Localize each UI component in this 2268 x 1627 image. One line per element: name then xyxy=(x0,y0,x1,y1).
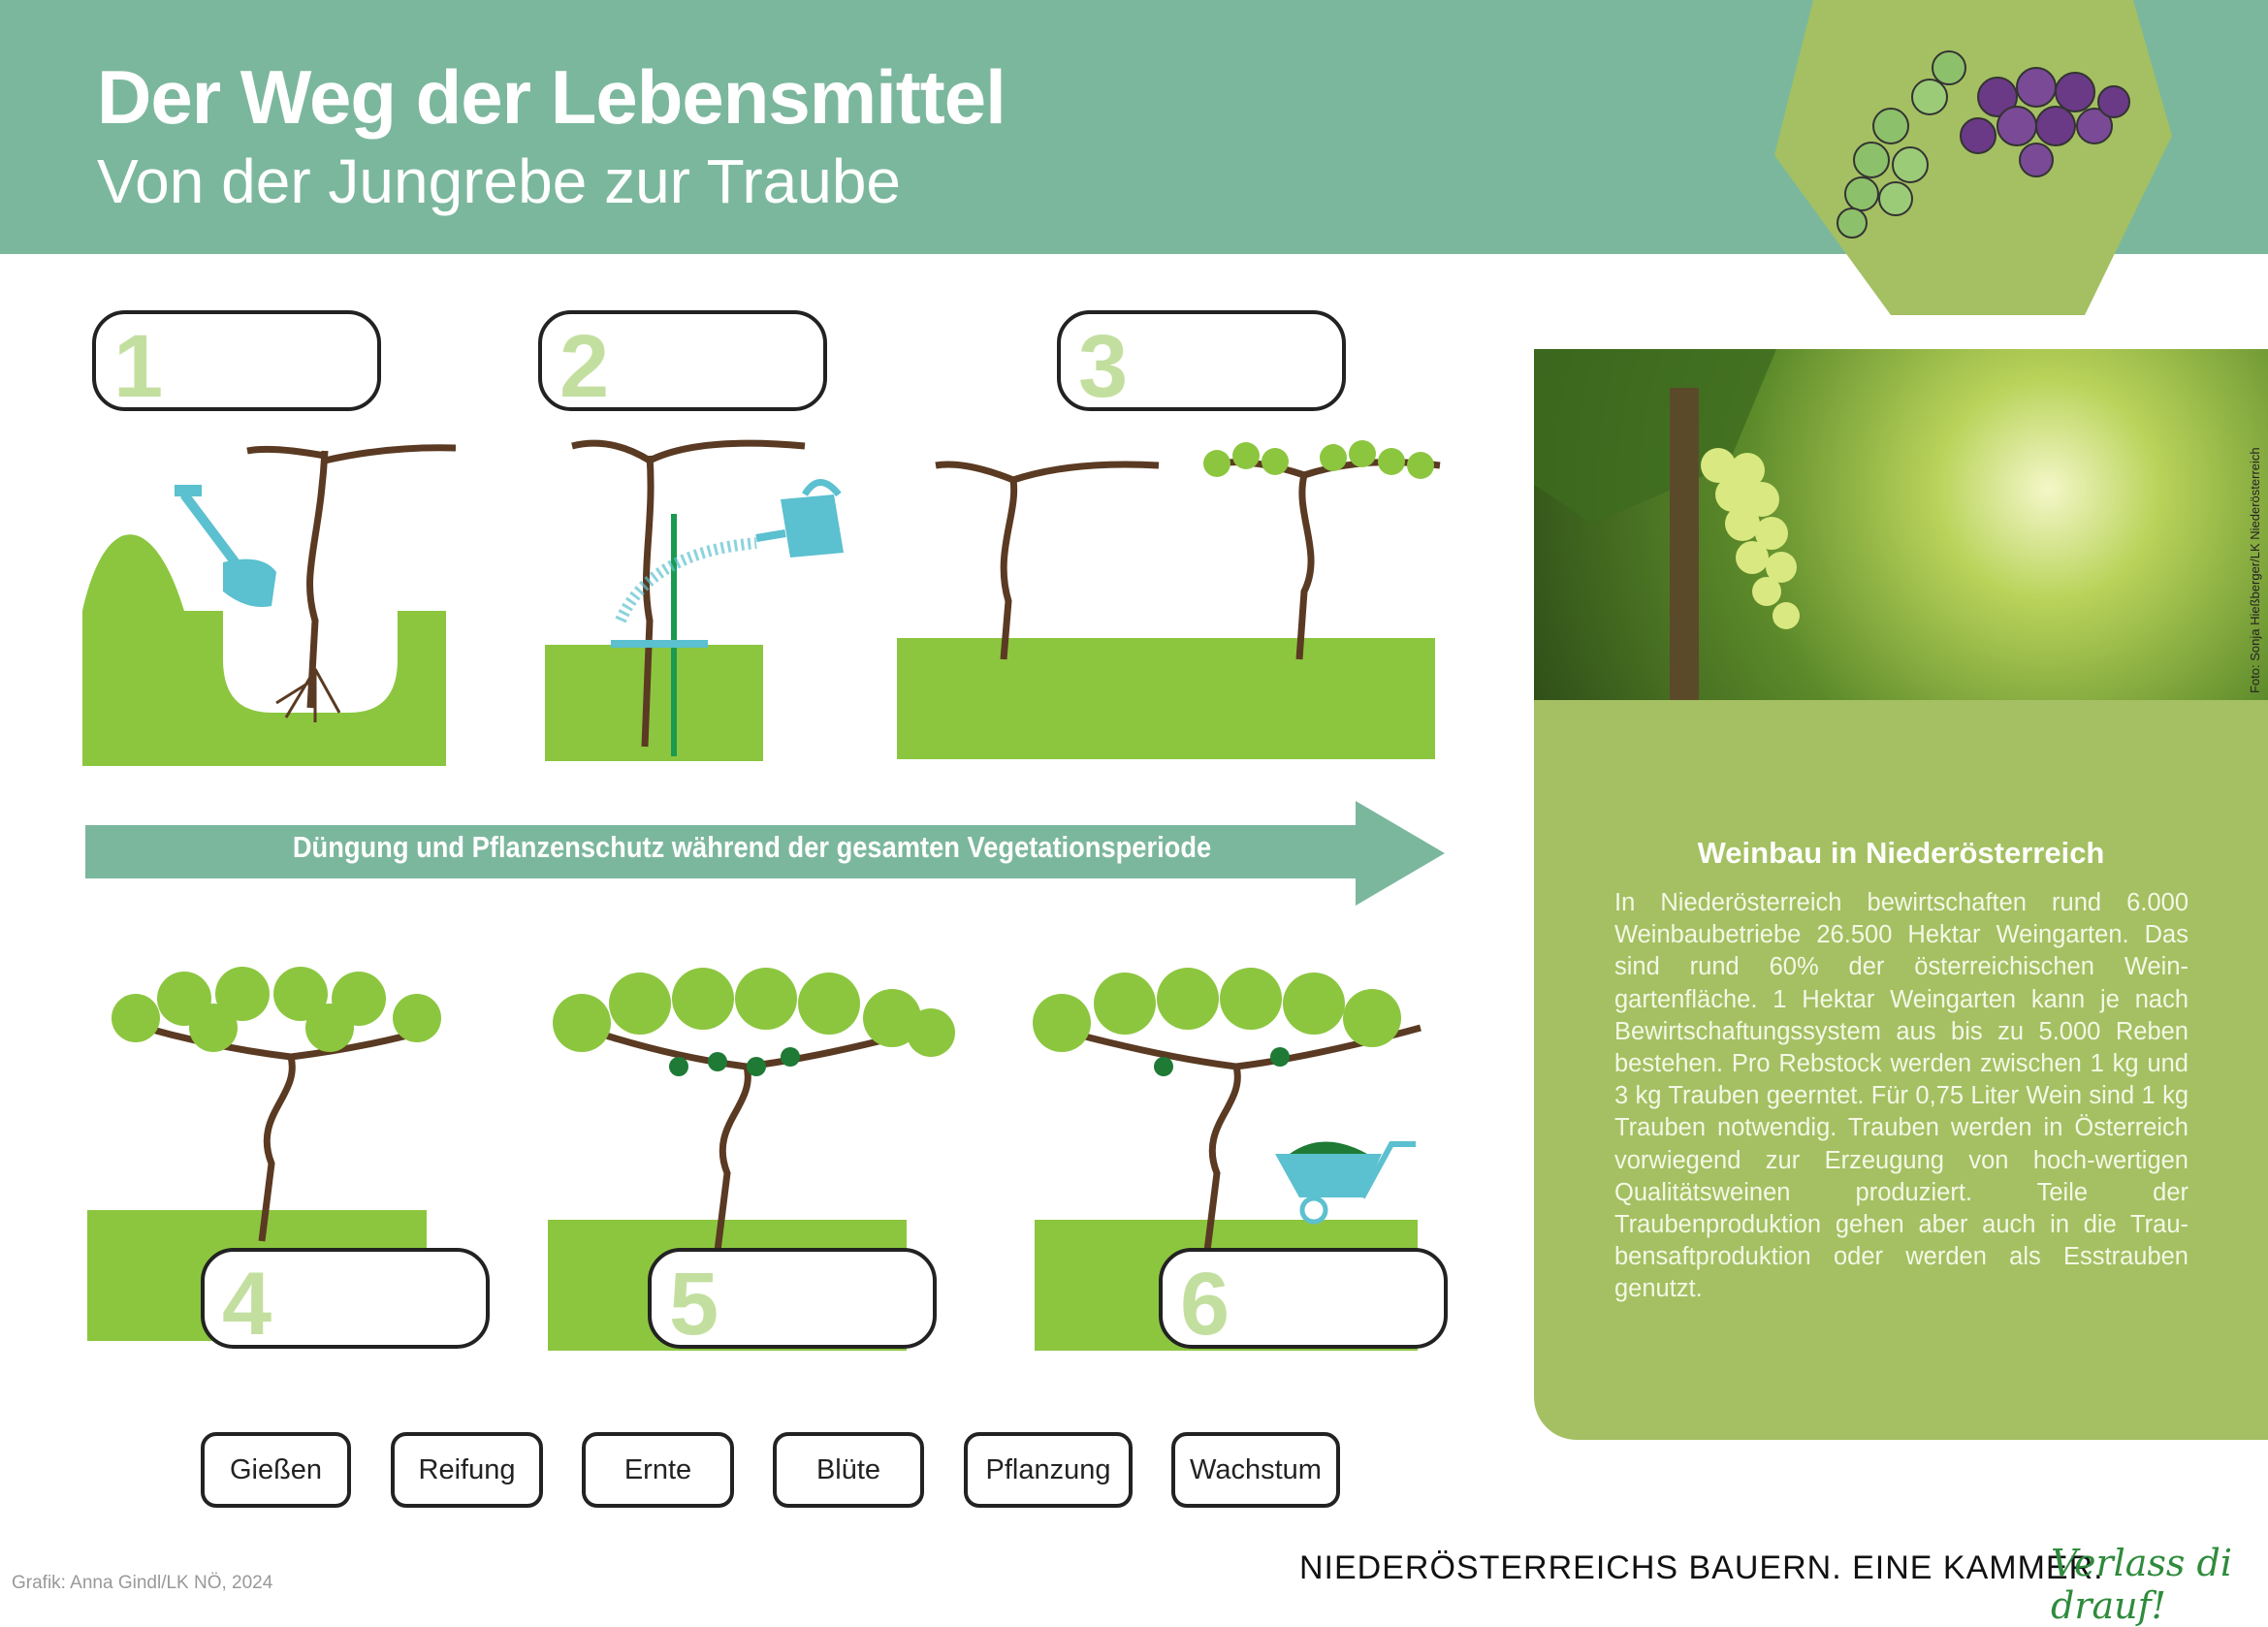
step-number: 3 xyxy=(1078,317,1129,416)
wheelbarrow-icon xyxy=(1275,1141,1416,1225)
step-number: 4 xyxy=(222,1255,272,1354)
step-number: 5 xyxy=(669,1255,719,1354)
step-number: 1 xyxy=(113,317,164,416)
word-card-giessen[interactable]: Gießen xyxy=(201,1432,351,1508)
grape-cluster-photo-icon xyxy=(1534,349,1800,700)
watering-can-icon xyxy=(755,479,844,558)
step-number: 2 xyxy=(559,317,610,416)
step-6-answer-box[interactable]: 6 xyxy=(1159,1248,1448,1354)
growth-scene xyxy=(897,440,1441,759)
footer-tagline: Verlass di drauf! xyxy=(2051,1542,2232,1627)
step-3-answer-box[interactable]: 3 xyxy=(1057,310,1346,416)
arrow-label: Düngung und Pflanzenschutz während der g… xyxy=(292,830,1212,864)
step-5-answer-box[interactable]: 5 xyxy=(648,1248,937,1354)
page-title: Der Weg der Lebensmittel xyxy=(97,54,1006,140)
info-panel xyxy=(1534,700,2268,1440)
shovel-icon xyxy=(175,485,276,607)
vineyard-photo xyxy=(1534,349,2268,700)
step-number: 6 xyxy=(1180,1255,1230,1354)
planting-scene xyxy=(82,444,456,766)
watering-scene xyxy=(545,439,844,761)
word-card-wachstum[interactable]: Wachstum xyxy=(1171,1432,1340,1508)
step-1-answer-box[interactable]: 1 xyxy=(92,310,381,416)
process-arrow xyxy=(85,801,1445,906)
page-subtitle: Von der Jungrebe zur Traube xyxy=(97,146,901,216)
footer-slogan: NIEDERÖSTERREICHS BAUERN. EINE KAMMER. xyxy=(1299,1549,2104,1586)
green-grapes-icon xyxy=(1837,50,1966,239)
info-title: Weinbau in Niederösterreich xyxy=(1697,836,2105,870)
purple-grapes-icon xyxy=(1960,67,2130,177)
photo-credit: Foto: Sonja Hießberger/LK Niederösterrei… xyxy=(2248,447,2262,693)
word-card-ernte[interactable]: Ernte xyxy=(582,1432,734,1508)
word-card-bluete[interactable]: Blüte xyxy=(773,1432,924,1508)
word-card-pflanzung[interactable]: Pflanzung xyxy=(964,1432,1133,1508)
step-4-answer-box[interactable]: 4 xyxy=(201,1248,490,1354)
grape-badge xyxy=(1774,0,2172,315)
word-card-reifung[interactable]: Reifung xyxy=(391,1432,543,1508)
graphic-credit: Grafik: Anna Gindl/LK NÖ, 2024 xyxy=(12,1573,273,1593)
info-text: In Niederösterreich bewirtschaften rund … xyxy=(1614,889,2188,1303)
step-2-answer-box[interactable]: 2 xyxy=(538,310,827,416)
